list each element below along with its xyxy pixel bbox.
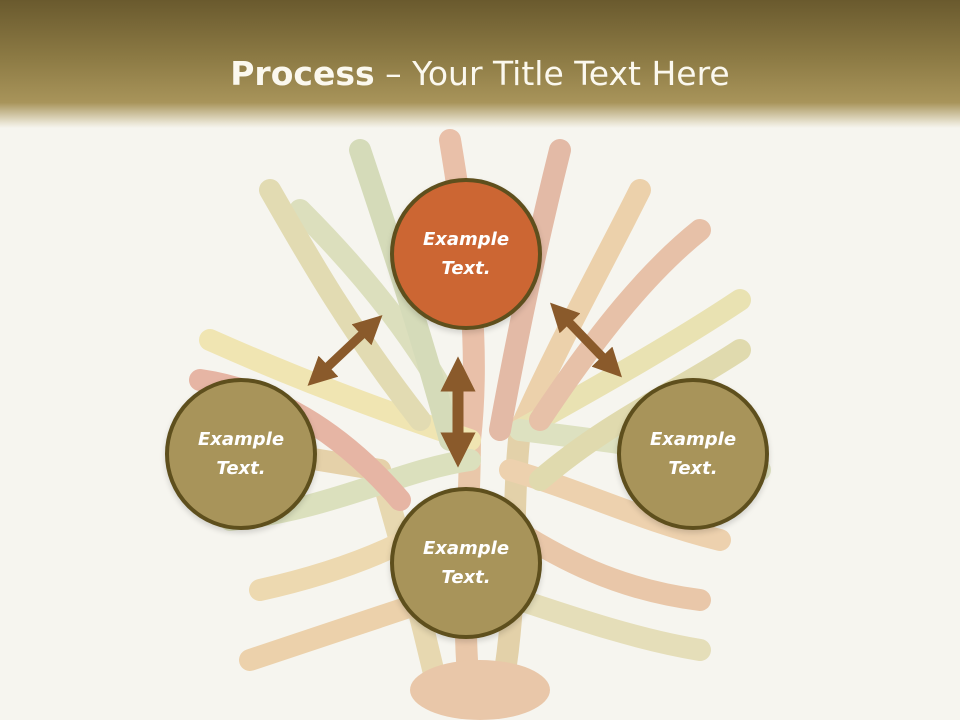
node-right: Example Text.: [617, 378, 769, 530]
title-banner: [0, 0, 960, 128]
node-left-label: Example Text.: [197, 429, 285, 479]
slide-title: Process – Your Title Text Here: [0, 52, 960, 96]
title-bold: Process: [230, 54, 375, 93]
title-rest: – Your Title Text Here: [374, 54, 730, 93]
node-left: Example Text.: [165, 378, 317, 530]
node-bottom: Example Text.: [390, 487, 542, 639]
node-bottom-label: Example Text.: [422, 538, 510, 588]
arrow-top-left: [307, 315, 383, 386]
arrow-top-right: [550, 302, 622, 378]
node-top: Example Text.: [390, 178, 542, 330]
node-right-label: Example Text.: [649, 429, 737, 479]
node-top-label: Example Text.: [422, 229, 510, 279]
